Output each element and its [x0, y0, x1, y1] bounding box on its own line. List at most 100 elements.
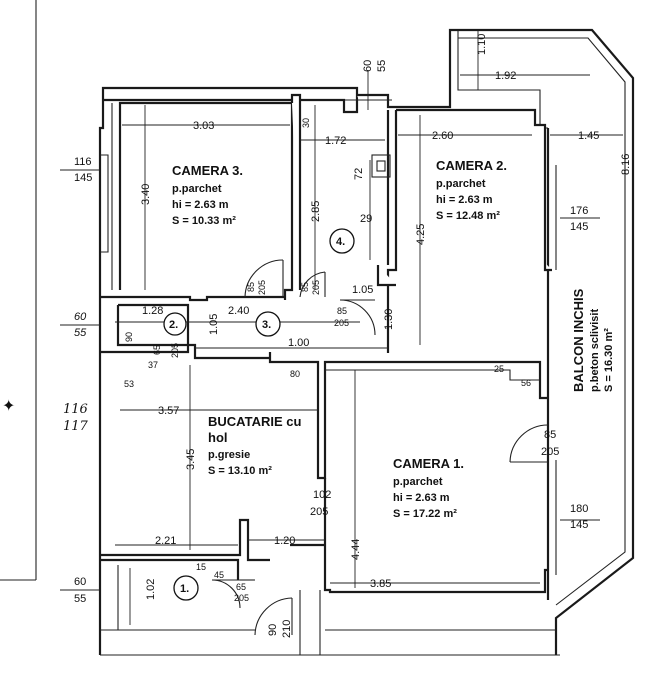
dim-label: 53 [124, 379, 134, 389]
dim-label: 2.60 [432, 130, 453, 142]
dim-label: 1.10 [476, 34, 488, 55]
dim-label: 85 [246, 282, 256, 292]
dim-label: 2.85 [310, 201, 322, 222]
dim-label: 45 [214, 570, 224, 580]
dim-label: 180 [570, 503, 588, 515]
room-camera-2: CAMERA 2. p.parchet hi = 2.63 m S = 12.4… [436, 158, 507, 222]
dim-label: 1.02 [145, 579, 157, 600]
room-camera-3: CAMERA 3. p.parchet hi = 2.63 m S = 10.3… [172, 163, 243, 227]
exterior-walls [98, 28, 635, 656]
dimension-lines [60, 30, 626, 625]
dim-label: 29 [360, 213, 372, 225]
dim-label: 205 [311, 280, 321, 295]
balcon-floor: p.beton sclivisit [589, 309, 601, 392]
dim-label: 56 [521, 378, 531, 388]
dim-label: 116 [74, 156, 92, 168]
interior-walls [100, 93, 552, 630]
dim-label: 3.85 [370, 578, 391, 590]
dim-label: 15 [196, 562, 206, 572]
room-number-4: 4. [329, 228, 355, 254]
dim-label: 1.20 [274, 535, 295, 547]
margin-mark: ✦ [2, 398, 15, 415]
bucatarie-area: S = 13.10 m² [208, 465, 272, 477]
camera2-height: hi = 2.63 m [436, 194, 493, 206]
dim-label: 60 [74, 576, 86, 588]
dim-label: 210 [281, 620, 293, 638]
dim-label: 60 [362, 60, 374, 72]
room-bucatarie: BUCATARIE cu hol p.gresie S = 13.10 m² [208, 414, 301, 477]
camera1-area: S = 17.22 m² [393, 508, 457, 520]
dim-label: 1.72 [325, 135, 346, 147]
dim-label: 1.00 [288, 337, 309, 349]
dim-label: 90 [267, 624, 279, 636]
dim-label: 55 [74, 593, 86, 605]
svg-text:2.: 2. [169, 319, 178, 331]
svg-text:3.: 3. [262, 319, 271, 331]
dim-label: 8.16 [620, 154, 632, 175]
dim-label: 205 [234, 593, 249, 603]
camera3-area: S = 10.33 m² [172, 215, 236, 227]
dim-label: 102 [313, 489, 331, 501]
dim-label: 1.30 [383, 309, 395, 330]
dim-label: 60 [74, 311, 87, 323]
svg-text:1.: 1. [180, 583, 189, 595]
dim-label: 2.40 [228, 305, 249, 317]
room-number-2: 2. [163, 312, 187, 336]
camera3-floor: p.parchet [172, 183, 222, 195]
dim-label: 55 [376, 60, 388, 72]
dim-label: 3.40 [140, 184, 152, 205]
dim-label: 85 [300, 282, 310, 292]
bucatarie-name-1: BUCATARIE cu [208, 414, 301, 429]
camera1-name: CAMERA 1. [393, 456, 464, 471]
dim-label: 90 [124, 332, 134, 342]
dim-label: 176 [570, 205, 588, 217]
chimney-inner [376, 160, 386, 172]
dim-label: 65 [236, 582, 246, 592]
dim-label: 4.25 [415, 224, 427, 245]
dim-label: 1.05 [352, 284, 373, 296]
dim-label: 145 [570, 221, 588, 233]
room-number-1: 1. [173, 575, 199, 601]
dim-label: 25 [494, 364, 504, 374]
dim-label: 1.92 [495, 70, 516, 82]
dim-label: 72 [353, 168, 365, 180]
doors [211, 259, 549, 636]
bucatarie-name-2: hol [208, 430, 228, 445]
dim-label: 145 [570, 519, 588, 531]
room-camera-1: CAMERA 1. p.parchet hi = 2.63 m S = 17.2… [393, 456, 464, 520]
handwritten-dim: 117 [63, 419, 89, 434]
dim-label: 65 [152, 345, 162, 355]
camera3-name: CAMERA 3. [172, 163, 243, 178]
dim-label: 205 [541, 446, 559, 458]
balcon-name: BALCON INCHIS [571, 288, 586, 392]
svg-text:4.: 4. [336, 236, 345, 248]
camera1-floor: p.parchet [393, 476, 443, 488]
room-number-3: 3. [255, 311, 281, 337]
camera2-area: S = 12.48 m² [436, 210, 500, 222]
balcon-area: S = 16.30 m² [603, 328, 615, 392]
bucatarie-floor: p.gresie [208, 449, 250, 461]
dim-label: 80 [290, 369, 300, 379]
camera3-height: hi = 2.63 m [172, 199, 229, 211]
dim-label: 205 [334, 318, 349, 328]
dim-label: 1.45 [578, 130, 599, 142]
dim-label: 3.57 [158, 405, 179, 417]
room-balcon: BALCON INCHIS p.beton sclivisit S = 16.3… [571, 288, 615, 392]
dim-label: 3.03 [193, 120, 214, 132]
dim-label: 1.05 [208, 314, 220, 335]
handwritten-dim: 116 [63, 402, 88, 417]
dim-label: 4.44 [350, 539, 362, 560]
dim-label: 145 [74, 172, 92, 184]
dim-label: 85 [544, 429, 556, 441]
dim-label: 3.45 [185, 449, 197, 470]
camera2-name: CAMERA 2. [436, 158, 507, 173]
dim-label: 1.28 [142, 305, 163, 317]
camera2-floor: p.parchet [436, 178, 486, 190]
dim-label: 205 [310, 506, 328, 518]
dim-label: 55 [74, 327, 87, 339]
chimney-fixture [371, 154, 391, 178]
dim-label: 205 [170, 343, 180, 358]
dim-label: 37 [148, 360, 158, 370]
dim-label: 85 [337, 306, 347, 316]
